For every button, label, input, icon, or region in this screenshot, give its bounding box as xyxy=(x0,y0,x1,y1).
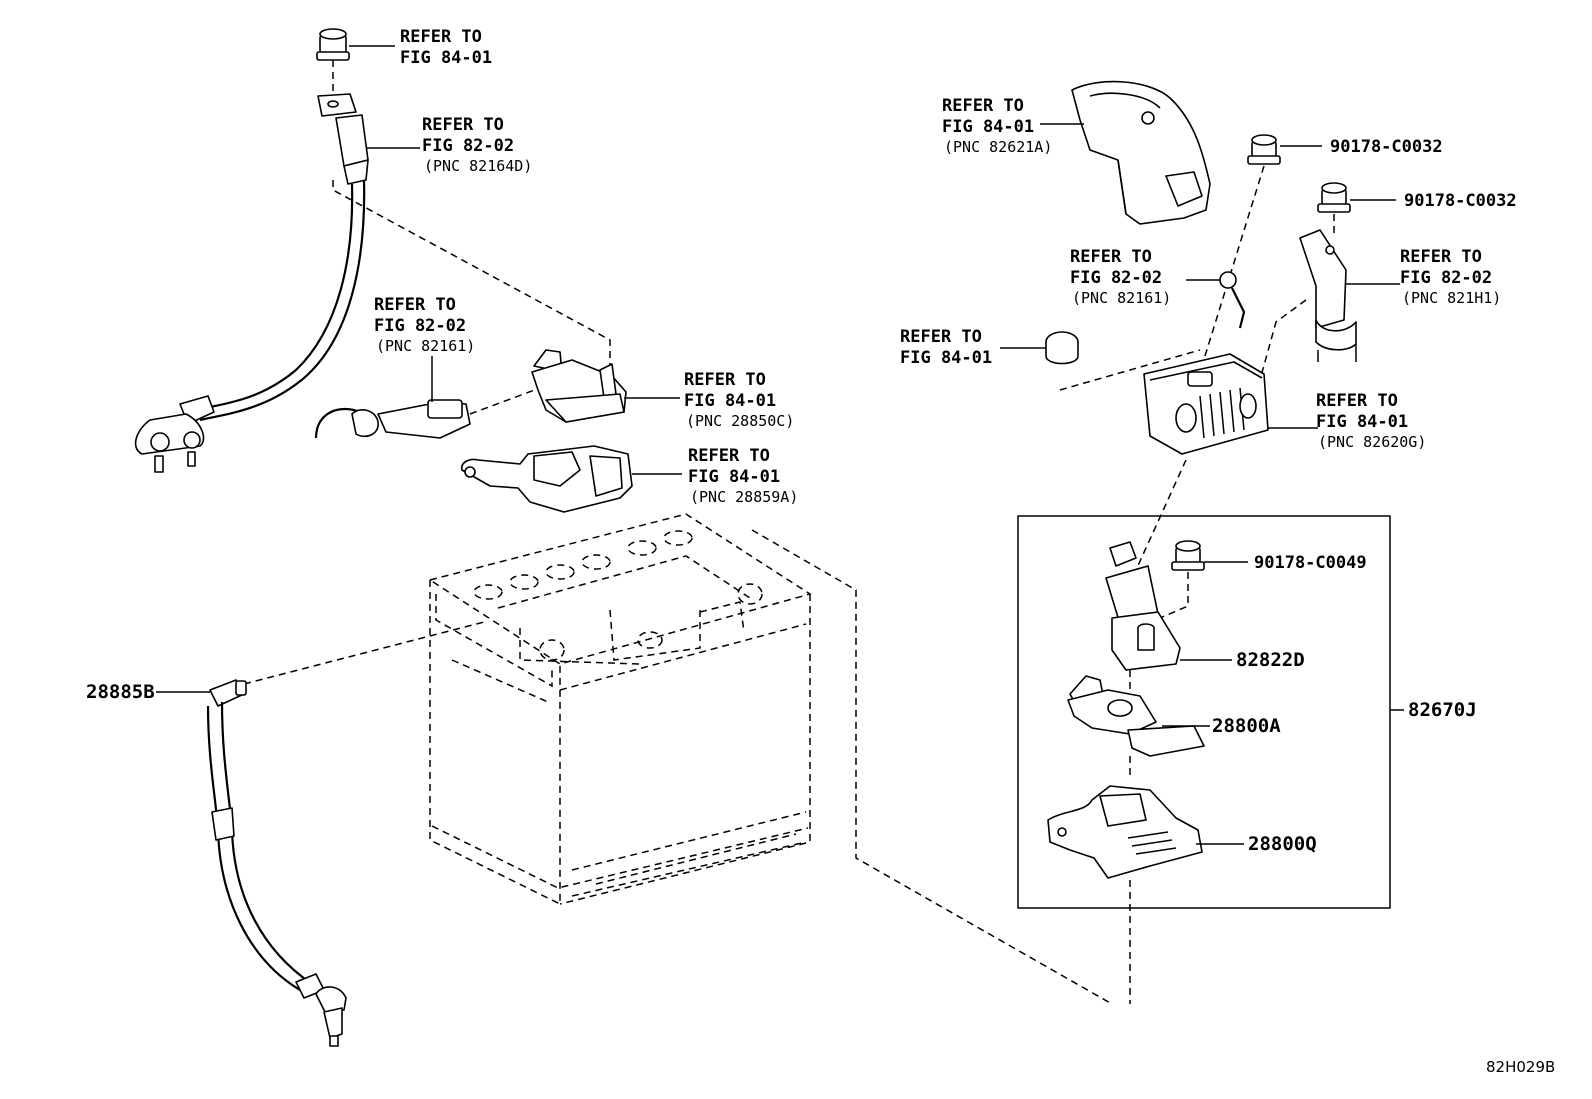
nut-84-01[interactable] xyxy=(1045,331,1079,365)
negative-cable-28885b[interactable] xyxy=(206,679,347,1047)
callout-82621a-pnc: (PNC 82621A) xyxy=(944,138,1052,156)
callout-821h1-line1: REFER TO xyxy=(1400,247,1482,267)
pn-bracket-82822d: 82822D xyxy=(1236,649,1305,671)
pn-terminal-28800a: 28800A xyxy=(1212,715,1281,737)
callout-nut-line2: FIG 84-01 xyxy=(900,348,992,368)
positive-cable-wire[interactable] xyxy=(195,179,366,422)
assembly-box xyxy=(1017,515,1391,909)
battery-outline xyxy=(428,513,812,906)
callout-wire-left-line2: FIG 82-02 xyxy=(374,316,466,336)
callout-28859a-line1: REFER TO xyxy=(688,446,770,466)
cover-82621a[interactable] xyxy=(1071,80,1211,225)
callout-wire-right-line1: REFER TO xyxy=(1070,247,1152,267)
bolt-90178-c0032-right[interactable] xyxy=(1317,182,1351,213)
callout-82620g-line2: FIG 84-01 xyxy=(1316,412,1408,432)
dash-neg-cable xyxy=(243,621,485,685)
callout-wire-right-pnc: (PNC 82161) xyxy=(1072,289,1171,307)
pn-bolt-box: 90178-C0049 xyxy=(1254,553,1367,573)
callout-821h1-line2: FIG 82-02 xyxy=(1400,268,1492,288)
top-bolt[interactable] xyxy=(316,28,350,61)
callout-pos-cable-pnc: (PNC 82164D) xyxy=(424,157,532,175)
terminal-28800q[interactable] xyxy=(1047,785,1203,879)
pn-terminal-28800q: 28800Q xyxy=(1248,833,1317,855)
positive-cable-terminal[interactable] xyxy=(317,93,369,185)
callout-28850c-line2: FIG 84-01 xyxy=(684,391,776,411)
pn-neg-cable-28885b: 28885B xyxy=(86,681,155,703)
callout-28850c-line1: REFER TO xyxy=(684,370,766,390)
callout-821h1-pnc: (PNC 821H1) xyxy=(1402,289,1501,307)
callout-82620g-line1: REFER TO xyxy=(1316,391,1398,411)
block-82620g[interactable] xyxy=(1143,353,1269,455)
wire-82161-left[interactable] xyxy=(314,399,471,439)
bracket-821h1[interactable] xyxy=(1299,229,1357,362)
pn-assembly-82670j: 82670J xyxy=(1408,699,1477,721)
bolt-90178-c0032-top[interactable] xyxy=(1247,134,1281,165)
callout-nut-line1: REFER TO xyxy=(900,327,982,347)
terminal-28800a[interactable] xyxy=(1067,675,1205,757)
callout-28859a-line2: FIG 84-01 xyxy=(688,467,780,487)
callout-28859a-pnc: (PNC 28859A) xyxy=(690,488,798,506)
dash-wire-left xyxy=(469,387,541,415)
callout-pos-cable-line1: REFER TO xyxy=(422,115,504,135)
dash-battery-right xyxy=(751,529,1113,1005)
callout-28850c-pnc: (PNC 28850C) xyxy=(686,412,794,430)
positive-cable-end[interactable] xyxy=(134,395,215,473)
callout-pos-cable-line2: FIG 82-02 xyxy=(422,136,514,156)
bolt-90178-c0049[interactable] xyxy=(1171,540,1205,571)
callout-82620g-pnc: (PNC 82620G) xyxy=(1318,433,1426,451)
callout-top-bolt-line1: REFER TO xyxy=(400,27,482,47)
figure-code: 82H029B xyxy=(1486,1058,1555,1076)
clamp-28850c[interactable] xyxy=(531,349,627,423)
dash-nut xyxy=(1059,349,1201,391)
cover-28859a[interactable] xyxy=(460,445,633,513)
callout-wire-right-line2: FIG 82-02 xyxy=(1070,268,1162,288)
callout-wire-left-line1: REFER TO xyxy=(374,295,456,315)
dash-bolt-box xyxy=(1159,572,1189,619)
pn-bolt-top: 90178-C0032 xyxy=(1330,137,1443,157)
callout-top-bolt-line2: FIG 84-01 xyxy=(400,48,492,68)
callout-wire-left-pnc: (PNC 82161) xyxy=(376,337,475,355)
dash-pos-cable xyxy=(332,180,611,378)
callout-82621a-line1: REFER TO xyxy=(942,96,1024,116)
wire-82161-right[interactable] xyxy=(1219,271,1246,329)
bracket-82822d[interactable] xyxy=(1105,541,1181,671)
pn-bolt-right: 90178-C0032 xyxy=(1404,191,1517,211)
dash-block xyxy=(1135,459,1187,571)
callout-82621a-line2: FIG 84-01 xyxy=(942,117,1034,137)
